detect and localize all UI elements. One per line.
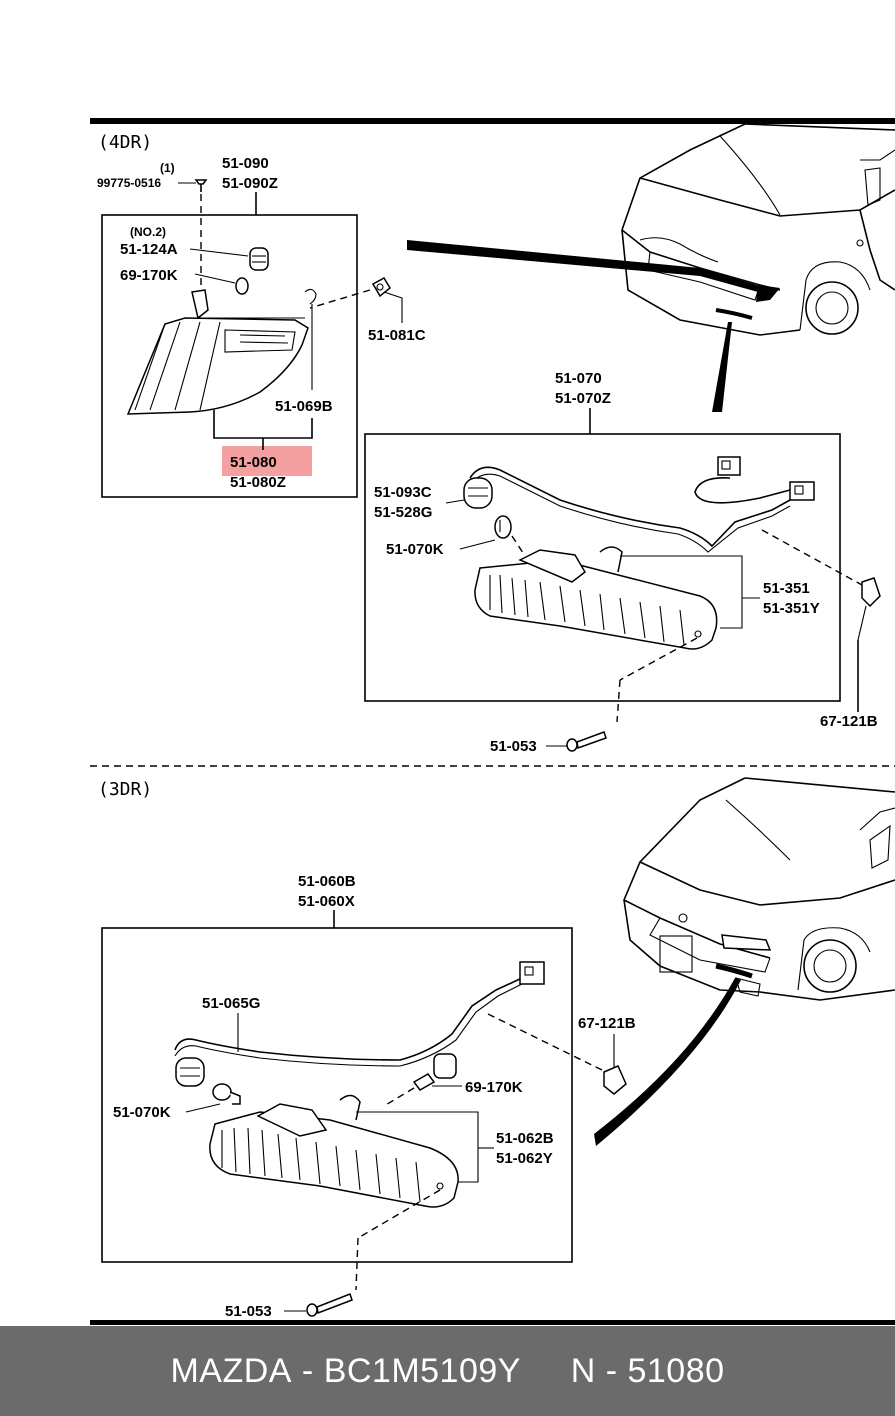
pointer-bumper-lamp	[712, 322, 732, 412]
label-51-081c: 51-081C	[368, 327, 426, 344]
bulb-51070k-top	[494, 515, 512, 539]
label-51-062y: 51-062Y	[496, 1150, 553, 1167]
clip-67121b-top	[861, 577, 881, 608]
label-51-069b: 51-069B	[275, 398, 333, 415]
footer-catalog-number: N - 51080	[570, 1351, 725, 1390]
label-51-065g: 51-065G	[202, 995, 260, 1012]
label-69-170k-top: 69-170K	[120, 267, 178, 284]
label-51-351y: 51-351Y	[763, 600, 820, 617]
label-51-124a: 51-124A	[120, 241, 178, 258]
label-51-062b: 51-062B	[496, 1130, 554, 1147]
socket-51093c	[463, 477, 493, 509]
label-51-060b: 51-060B	[298, 873, 356, 890]
label-51-080: 51-080	[230, 454, 277, 471]
socket-51124a	[249, 247, 269, 271]
label-67-121b-top: 67-121B	[820, 713, 878, 730]
bulb-51070k-bottom	[212, 1083, 241, 1105]
label-51-070k-top: 51-070K	[386, 541, 444, 558]
parts-diagram: (4DR) (3DR) (1) 99775-0516 51-090 51-090…	[90, 118, 895, 1325]
car-3dr-illustration	[623, 777, 895, 1001]
screw-51053-bottom	[306, 1293, 353, 1317]
label-51-053-bottom: 51-053	[225, 1303, 272, 1320]
section-title-4dr: (4DR)	[98, 132, 152, 153]
screw-icon	[194, 179, 208, 192]
bumper-lamp-box-3dr	[101, 927, 573, 1263]
label-no2: (NO.2)	[130, 225, 166, 239]
label-51-060x: 51-060X	[298, 893, 355, 910]
bumper-lamp-3dr	[209, 1094, 459, 1208]
label-51-351: 51-351	[763, 580, 810, 597]
section-title-3dr: (3DR)	[98, 779, 152, 800]
label-51-080z: 51-080Z	[230, 474, 286, 491]
bulb-69170k-top	[235, 277, 249, 295]
clip-67121b-bottom	[603, 1065, 627, 1095]
harness-4dr	[469, 456, 815, 553]
top-rule	[90, 118, 895, 124]
screw-51053-top	[566, 731, 607, 752]
label-51-528g: 51-528G	[374, 504, 432, 521]
label-51-070: 51-070	[555, 370, 602, 387]
label-51-070k-bottom: 51-070K	[113, 1104, 171, 1121]
footer-bar: MAZDA - BC1M5109Y N - 51080	[0, 1326, 895, 1416]
label-51-070z: 51-070Z	[555, 390, 611, 407]
car-4dr-illustration	[621, 123, 895, 336]
footer-part-number: BC1M5109Y	[323, 1351, 521, 1390]
pointer-corner-lamp	[407, 240, 760, 292]
footer-brand: MAZDA	[170, 1351, 292, 1390]
corner-lamp	[126, 289, 309, 415]
label-69-170k-bottom: 69-170K	[465, 1079, 523, 1096]
label-51-053-top: 51-053	[490, 738, 537, 755]
label-qty-1: (1)	[160, 161, 175, 175]
bumper-lamp-box-4dr	[364, 433, 841, 702]
highlight-51080	[222, 446, 312, 476]
clip-51081c	[371, 276, 391, 298]
label-51-093c: 51-093C	[374, 484, 432, 501]
label-51-090: 51-090	[222, 155, 269, 172]
corner-lamp-box	[101, 214, 358, 498]
pointer-bumper-lamp-3dr	[594, 978, 741, 1146]
label-99775-0516: 99775-0516	[97, 176, 161, 190]
footer-separator: -	[291, 1351, 324, 1390]
bulb-69170k-bottom	[412, 1073, 436, 1091]
bumper-lamp-4dr	[474, 546, 718, 650]
harness-3dr	[174, 961, 545, 1087]
bottom-rule	[90, 1320, 895, 1325]
label-51-090z: 51-090Z	[222, 175, 278, 192]
label-67-121b-bottom: 67-121B	[578, 1015, 636, 1032]
